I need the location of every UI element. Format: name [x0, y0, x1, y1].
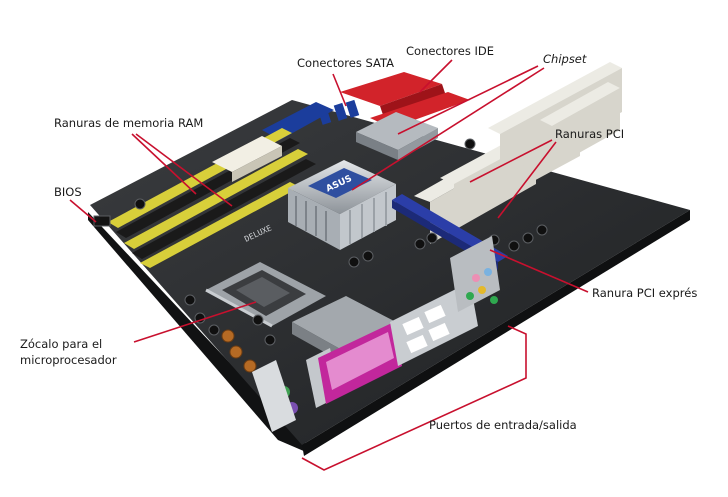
io-bracket — [301, 325, 527, 471]
board-side-right — [302, 210, 690, 456]
pointer-pci-1 — [469, 139, 553, 183]
annotation-pointers — [69, 59, 589, 471]
label-ram-slots: Ranuras de memoria RAM — [54, 116, 204, 130]
pointer-bios — [69, 199, 97, 223]
label-pcie-slot: Ranura PCI exprés — [592, 286, 698, 300]
label-socket-line1: Zócalo para el — [20, 337, 103, 351]
chipset-heatsink — [356, 112, 438, 160]
power-connector — [212, 136, 282, 172]
label-bios: BIOS — [54, 185, 82, 199]
pointer-sata — [332, 73, 347, 107]
pointer-ram-2 — [135, 133, 233, 207]
board-side — [88, 212, 306, 452]
inductor-coils — [221, 329, 257, 373]
pointer-socket — [133, 301, 257, 343]
asus-logo-plate — [308, 168, 372, 198]
pointer-pci-2 — [497, 141, 557, 219]
pointer-ide — [419, 59, 453, 93]
pointer-chipset-2 — [351, 67, 545, 191]
label-io-ports: Puertos de entrada/salida — [429, 418, 577, 432]
northbridge-heatsink: ASUS — [288, 160, 396, 250]
io-panel — [252, 236, 500, 432]
label-pci-slots: Ranuras PCI — [555, 127, 625, 141]
pointer-ram-1 — [131, 133, 197, 195]
pci-slots — [414, 62, 622, 244]
motherboard-image: ASUS DELUXE — [88, 62, 690, 456]
label-ide-connectors: Conectores IDE — [406, 44, 495, 58]
bios-chip — [93, 215, 111, 227]
label-chipset: Chipset — [543, 52, 587, 66]
pointer-pcie — [489, 249, 589, 293]
vrm-heatsink — [292, 296, 396, 350]
pointer-chipset-1 — [397, 65, 539, 135]
label-sata-connectors: Conectores SATA — [297, 56, 394, 70]
label-socket-line2: microprocesador — [20, 353, 117, 367]
